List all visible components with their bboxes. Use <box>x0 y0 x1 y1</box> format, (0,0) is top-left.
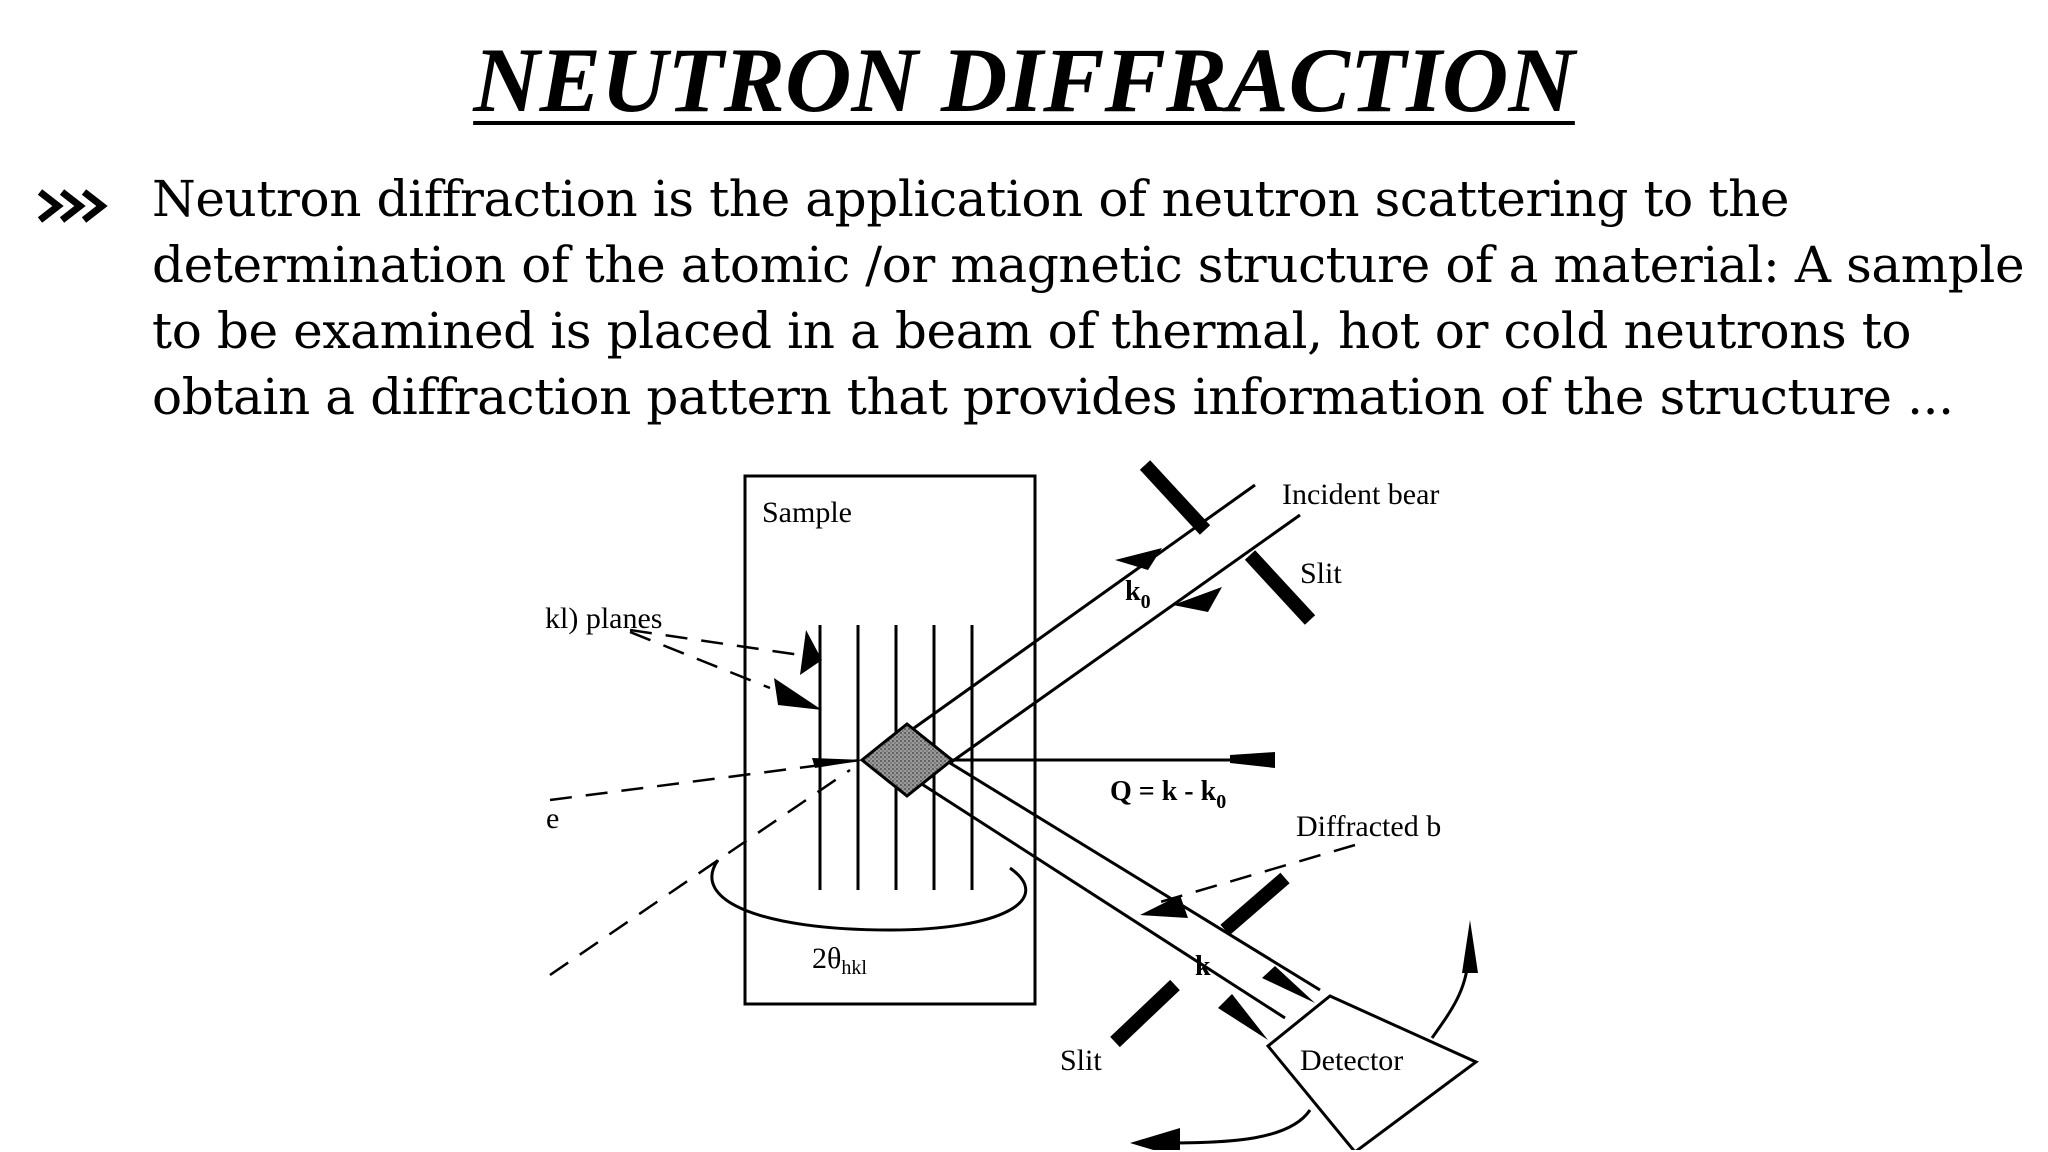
arrowhead-k-a <box>1262 966 1315 1003</box>
arrowhead-up <box>1462 920 1478 973</box>
arrowhead-planes-b <box>774 678 822 710</box>
arrowhead-q-left <box>812 758 865 768</box>
incident-beam <box>864 483 1301 765</box>
detector-rotation-left <box>1169 1109 1312 1145</box>
label-q-equation: Q = k - k0 <box>1110 776 1226 813</box>
detector-box <box>1265 994 1479 1150</box>
bullet-text: Neutron diffraction is the application o… <box>152 170 2025 426</box>
neutron-diffraction-diagram: Sample kl) planes Incident bear Slit k0 … <box>545 460 1479 1150</box>
arrowhead-left <box>1130 1128 1180 1150</box>
arrowhead-planes-a <box>800 630 822 675</box>
label-planes: kl) planes <box>545 602 662 635</box>
dashed-lines <box>549 628 1356 977</box>
arrowhead-k0-a <box>1115 548 1162 570</box>
detector-rotation-up <box>1430 959 1470 1039</box>
label-slit-bottom: Slit <box>1060 1044 1102 1077</box>
page-title: NEUTRON DIFFRACTION <box>473 29 1575 131</box>
label-k0: k0 <box>1125 576 1151 613</box>
shaded-grain <box>859 722 955 798</box>
slit-top <box>1139 460 1316 625</box>
slit-bottom <box>1110 872 1290 1048</box>
label-slit-top: Slit <box>1300 557 1342 590</box>
label-sample: Sample <box>762 496 852 529</box>
triple-chevron-right-icon <box>37 189 108 223</box>
label-left-cut: e <box>546 802 559 835</box>
arrowhead-diffracted <box>1140 895 1188 918</box>
label-diffracted-beam: Diffracted b <box>1296 810 1441 843</box>
label-k: k <box>1195 951 1211 982</box>
arrowheads <box>774 548 1478 1150</box>
label-detector: Detector <box>1300 1044 1403 1077</box>
arrowhead-k0-b <box>1173 587 1222 612</box>
label-incident-beam: Incident bear <box>1282 478 1439 511</box>
label-two-theta: 2θhkl <box>812 942 867 979</box>
arrowhead-k-b <box>1218 994 1268 1040</box>
sample-box <box>743 474 1037 1006</box>
q-vector-arrowhead <box>1230 752 1275 768</box>
diffracted-beam <box>899 761 1321 1020</box>
rotation-arc <box>710 859 1028 932</box>
